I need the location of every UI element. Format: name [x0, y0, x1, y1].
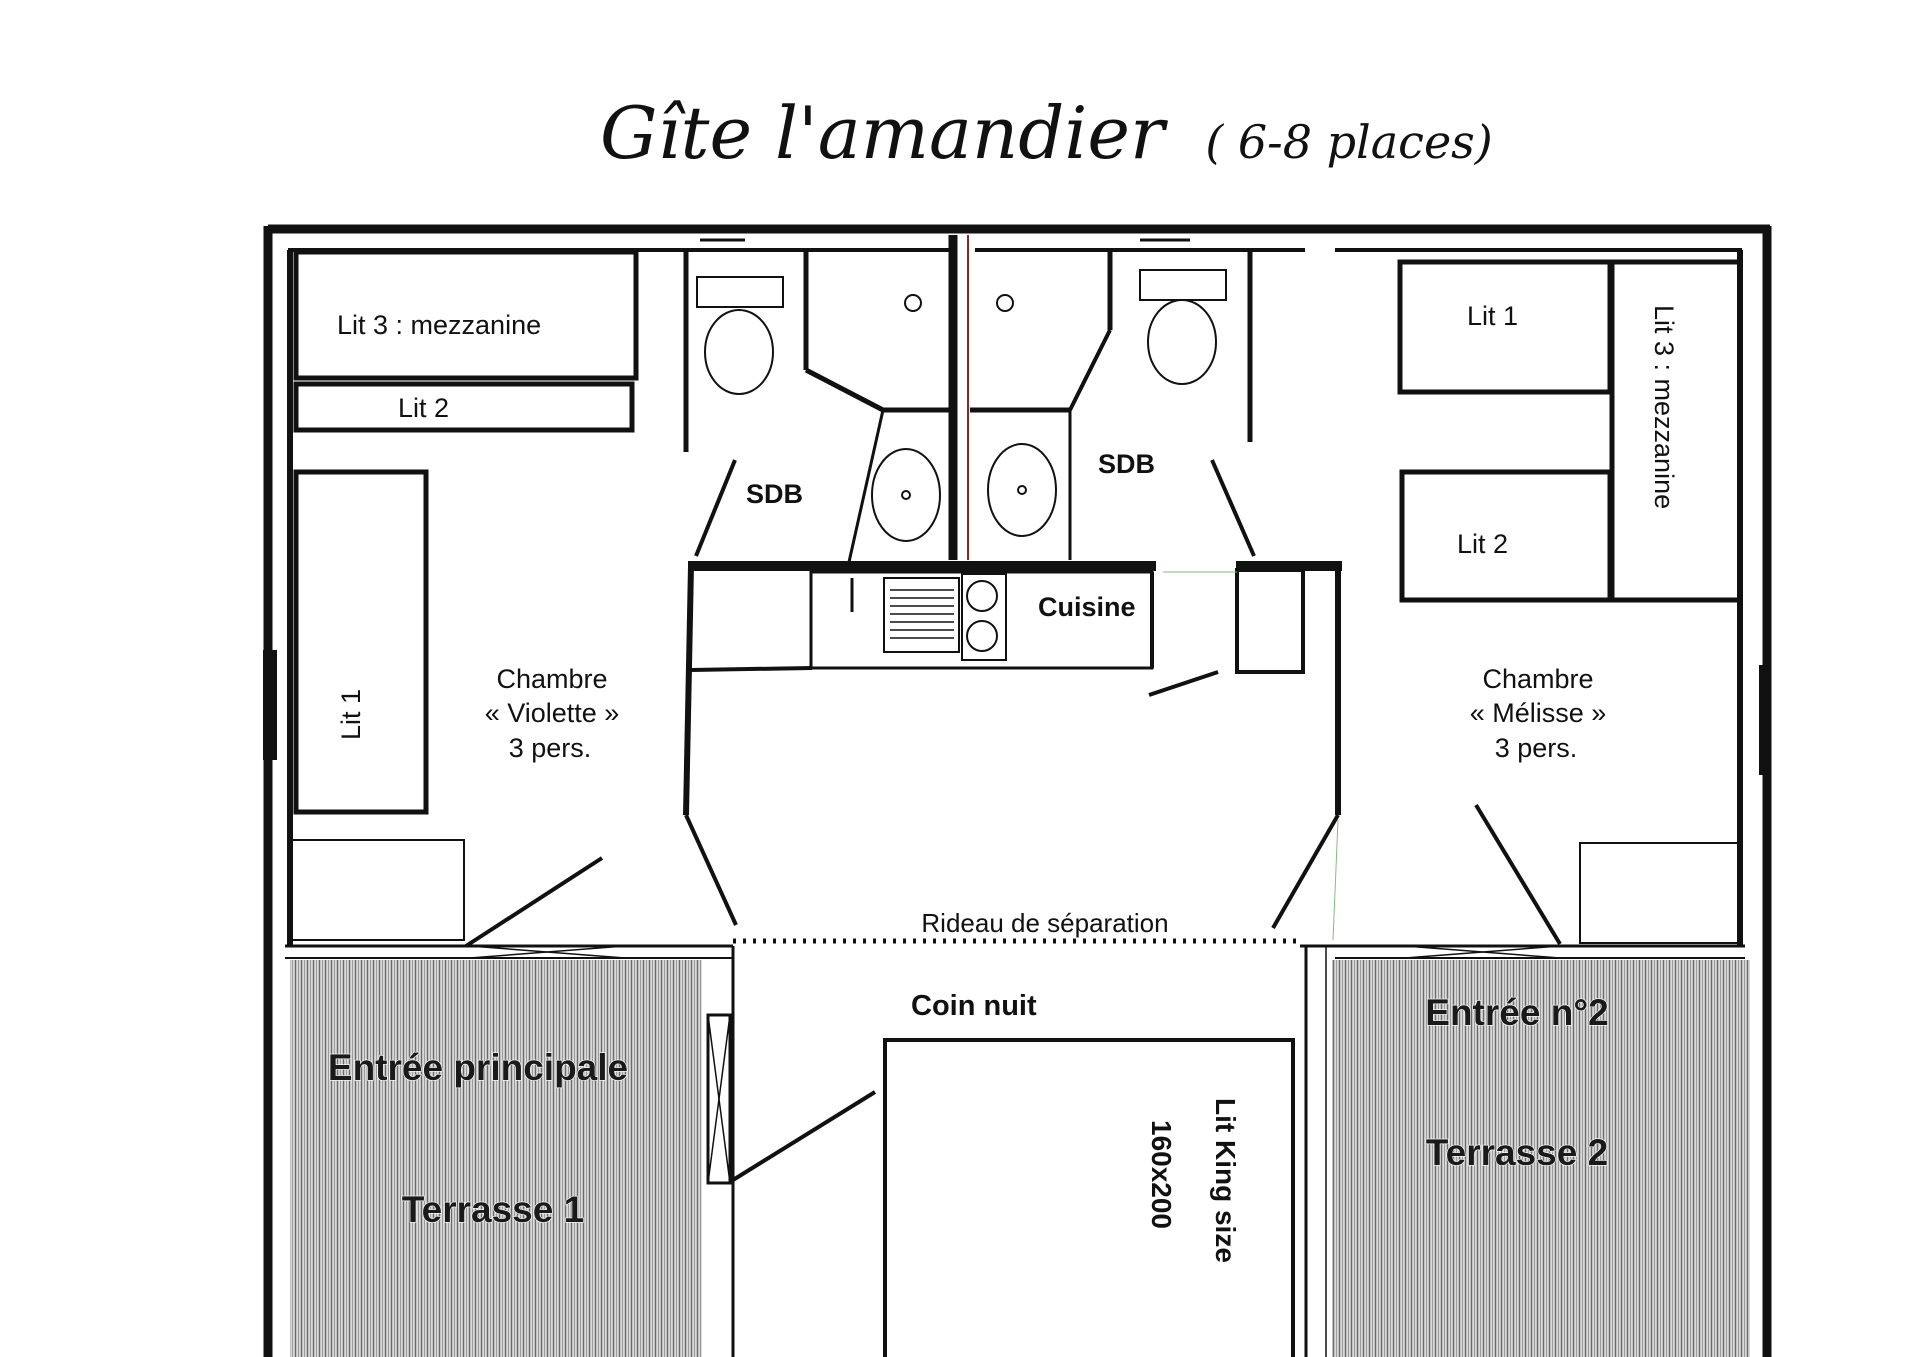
bathroom-left	[683, 238, 955, 563]
plan-title: Gîte l'amandier ( 6-8 places)	[600, 91, 1493, 175]
king-size-bed	[883, 1038, 1295, 1357]
king-bed-label-1: Lit King size	[1210, 1098, 1241, 1263]
sleeping-corner-label: Coin nuit	[911, 990, 1037, 1022]
main-entrance-door	[706, 1013, 877, 1185]
melisse-door	[1300, 803, 1745, 1357]
bathroom-right	[970, 238, 1256, 560]
violette-beds	[291, 249, 639, 941]
terrace-2-entrance: Entrée n°2	[1425, 992, 1608, 1033]
terrace-1-name: Terrasse 1	[402, 1189, 584, 1230]
violette-bed-3: Lit 3 : mezzanine	[337, 310, 541, 340]
violette-label-2: « Violette »	[485, 698, 620, 728]
melisse-bed-1: Lit 1	[1467, 301, 1518, 331]
bathroom-right-label: SDB	[1098, 449, 1155, 479]
curtain-label: Rideau de séparation	[921, 908, 1168, 938]
terrace-2	[1332, 960, 1750, 1357]
title-name: Gîte l'amandier	[600, 91, 1168, 175]
title-capacity: ( 6-8 places)	[1205, 115, 1492, 169]
violette-label-3: 3 pers.	[509, 733, 592, 763]
melisse-label-1: Chambre	[1482, 664, 1593, 694]
melisse-beds	[1397, 259, 1743, 603]
kitchen-label: Cuisine	[1038, 592, 1136, 622]
terrace-1	[290, 960, 702, 1357]
violette-label-1: Chambre	[496, 664, 607, 694]
violette-door	[285, 856, 735, 1357]
violette-bed-2: Lit 2	[398, 393, 449, 423]
living-doors	[684, 814, 1340, 941]
violette-bed-1: Lit 1	[336, 689, 366, 740]
kitchen	[683, 561, 1342, 816]
sink-drainer	[890, 589, 954, 639]
melisse-bed-3: Lit 3 : mezzanine	[1649, 305, 1679, 509]
king-bed-label-2: 160x200	[1146, 1120, 1177, 1229]
terrace-2-name: Terrasse 2	[1426, 1132, 1608, 1173]
melisse-label-2: « Mélisse »	[1470, 698, 1607, 728]
terrace-1-entrance: Entrée principale	[328, 1047, 628, 1088]
melisse-bed-2: Lit 2	[1457, 529, 1508, 559]
bathroom-left-label: SDB	[746, 479, 803, 509]
melisse-label-3: 3 pers.	[1495, 733, 1578, 763]
